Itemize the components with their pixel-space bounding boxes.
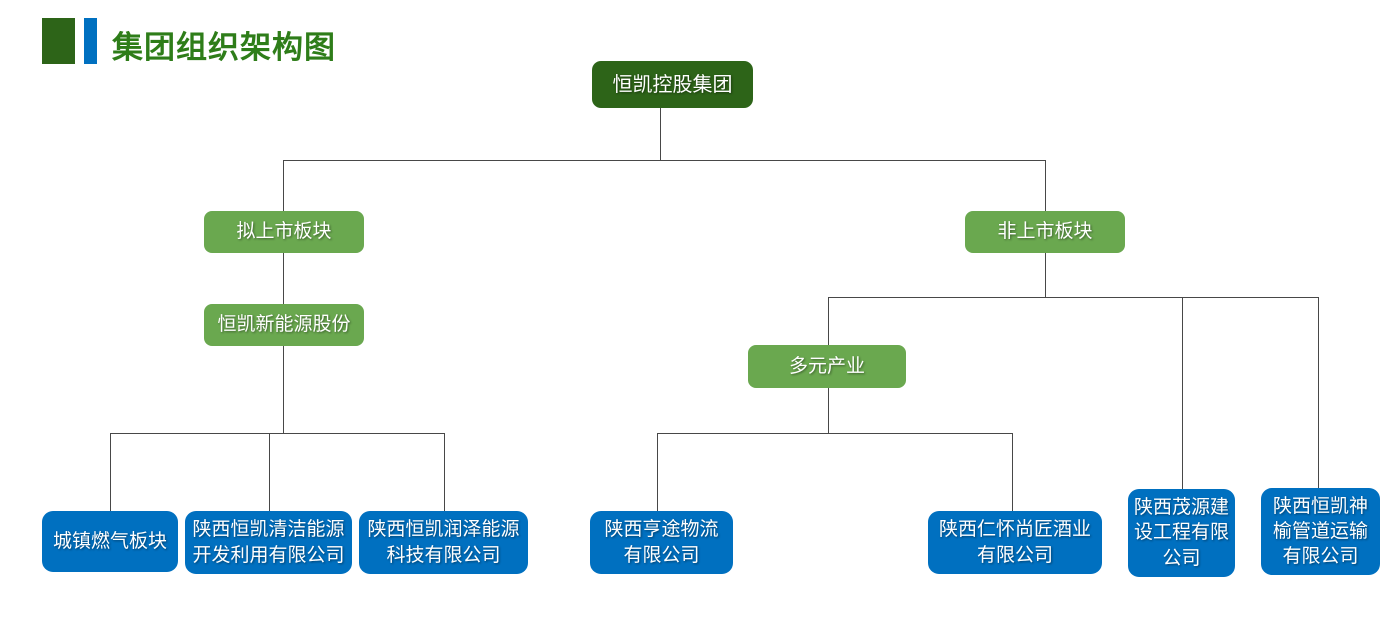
org-node-diversified: 多元产业 xyxy=(748,345,906,388)
title-accent-green-block xyxy=(42,18,75,64)
connector-line-newenergy-down xyxy=(283,346,284,433)
org-node-maoyuan: 陕西茂源建设工程有限公司 xyxy=(1128,489,1235,577)
connector-line-diversified-down xyxy=(828,388,829,433)
connector-line-unlisted-down xyxy=(1045,253,1046,297)
org-node-hengtu: 陕西亨途物流有限公司 xyxy=(590,511,733,574)
connector-line-newenergy-horizontal xyxy=(110,433,445,434)
org-node-gas: 城镇燃气板块 xyxy=(42,511,178,572)
connector-line-to-gas xyxy=(110,433,111,511)
org-node-shenyu: 陕西恒凯神榆管道运输有限公司 xyxy=(1261,488,1380,575)
connector-line-to-runze xyxy=(444,433,445,511)
connector-line-to-renhuai xyxy=(1012,433,1013,511)
connector-line-unlisted-horizontal xyxy=(828,297,1319,298)
org-node-unlisted-segment: 非上市板块 xyxy=(965,211,1125,253)
connector-line-level2-horizontal xyxy=(283,160,1046,161)
org-node-clean-energy: 陕西恒凯清洁能源开发利用有限公司 xyxy=(185,511,352,574)
connector-line-root-down xyxy=(660,108,661,160)
page-title: 集团组织架构图 xyxy=(112,30,336,66)
connector-line-to-unlisted xyxy=(1045,160,1046,211)
connector-line-to-clean-energy xyxy=(269,433,270,511)
org-node-root: 恒凯控股集团 xyxy=(592,61,753,108)
connector-line-to-shenyu xyxy=(1318,297,1319,488)
connector-line-to-hengtu xyxy=(657,433,658,511)
org-node-renhuai: 陕西仁怀尚匠酒业有限公司 xyxy=(928,511,1102,574)
org-node-listed-segment: 拟上市板块 xyxy=(204,211,364,253)
title-accent-blue-block xyxy=(84,18,97,64)
connector-line-to-maoyuan xyxy=(1182,297,1183,489)
org-node-new-energy: 恒凯新能源股份 xyxy=(204,304,364,346)
connector-line-listed-to-newenergy xyxy=(283,253,284,304)
connector-line-to-diversified xyxy=(828,297,829,345)
connector-line-diversified-horizontal xyxy=(657,433,1012,434)
connector-line-to-listed xyxy=(283,160,284,211)
org-node-runze: 陕西恒凯润泽能源科技有限公司 xyxy=(359,511,528,574)
